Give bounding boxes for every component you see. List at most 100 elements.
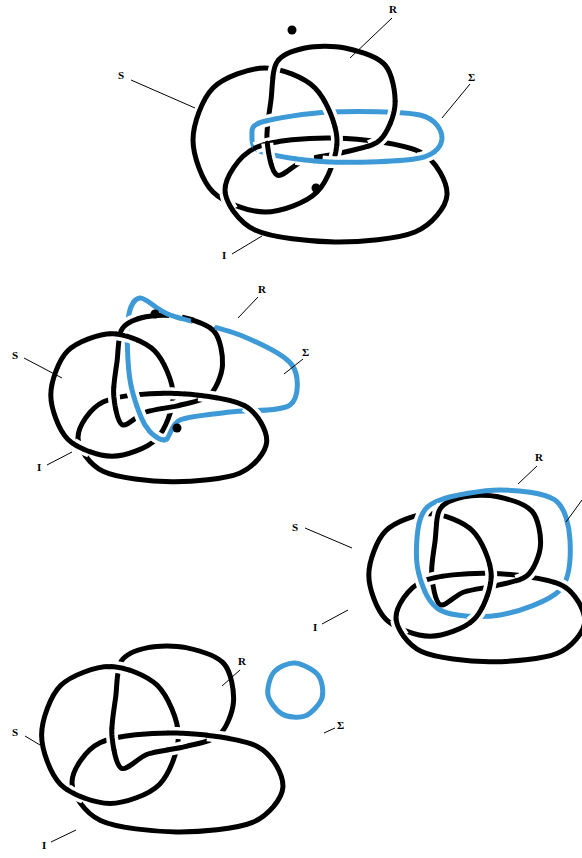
crossing-gap bbox=[419, 507, 427, 523]
crossing-gap bbox=[225, 193, 232, 209]
crossing-gap bbox=[418, 152, 434, 159]
crossing-gap bbox=[112, 729, 114, 750]
crossing-gap bbox=[67, 790, 83, 798]
over-strand bbox=[168, 746, 186, 749]
crossing-gap bbox=[108, 667, 129, 670]
crossing-gap bbox=[267, 143, 271, 164]
over-strand bbox=[207, 735, 228, 738]
leader-line bbox=[222, 670, 240, 686]
crossing-gap bbox=[369, 136, 383, 146]
part-label: R bbox=[238, 656, 246, 667]
over-strand bbox=[198, 395, 216, 397]
over-strand bbox=[296, 159, 314, 161]
crossing-gap bbox=[488, 577, 492, 595]
over-strand bbox=[114, 388, 116, 409]
over-strand bbox=[418, 152, 434, 159]
crossing-gap bbox=[163, 387, 184, 400]
dot-marker bbox=[312, 184, 321, 193]
crossing-gap bbox=[437, 506, 443, 523]
crossing-gap bbox=[198, 395, 216, 397]
over-strand bbox=[488, 577, 492, 595]
over-strand bbox=[137, 407, 144, 424]
crossing-gap bbox=[114, 388, 116, 409]
crossing-gap bbox=[137, 407, 144, 424]
crossing-gap bbox=[259, 119, 276, 123]
part-label: Σ bbox=[468, 72, 475, 83]
over-strand bbox=[273, 60, 278, 77]
knot-component bbox=[225, 138, 447, 242]
over-strand bbox=[470, 609, 481, 623]
leader-line bbox=[47, 452, 72, 465]
crossing-gap bbox=[470, 609, 481, 623]
over-strand bbox=[391, 102, 395, 122]
part-label: S bbox=[12, 350, 18, 361]
sigma-curve bbox=[268, 663, 323, 717]
crossing-gap bbox=[117, 334, 137, 340]
crossing-gap bbox=[516, 569, 532, 581]
leader-line bbox=[324, 728, 335, 733]
part-label: S bbox=[292, 522, 298, 533]
over-strand bbox=[163, 405, 181, 408]
over-strand bbox=[168, 731, 186, 736]
dot-marker bbox=[288, 26, 297, 35]
crossing-gap bbox=[163, 405, 181, 408]
crossing-gap bbox=[207, 735, 228, 738]
part-label: I bbox=[42, 840, 46, 851]
over-strand bbox=[516, 569, 532, 581]
crossing-gap bbox=[149, 431, 167, 440]
part-label: I bbox=[37, 462, 41, 473]
link-panel bbox=[51, 298, 298, 482]
leader-line bbox=[238, 297, 258, 318]
leader-line bbox=[566, 500, 582, 522]
leader-line bbox=[322, 610, 348, 624]
sigma-curve bbox=[416, 490, 570, 617]
leader-line bbox=[305, 528, 352, 548]
sigma-curve bbox=[252, 111, 442, 162]
part-label: Σ bbox=[337, 720, 344, 731]
leader-line bbox=[24, 358, 62, 378]
leader-line bbox=[25, 736, 40, 745]
part-label: Σ bbox=[302, 347, 309, 358]
crossing-gap bbox=[121, 319, 137, 331]
crossing-gap bbox=[391, 102, 395, 122]
link-panel bbox=[369, 490, 582, 662]
crossing-gap bbox=[296, 159, 314, 161]
leader-line bbox=[131, 80, 195, 108]
over-strand bbox=[170, 315, 181, 319]
part-label: I bbox=[222, 250, 226, 261]
over-strand bbox=[73, 444, 89, 452]
over-strand bbox=[369, 136, 383, 146]
over-strand bbox=[108, 667, 129, 670]
crossing-gap bbox=[168, 746, 186, 749]
crossing-gap bbox=[555, 582, 570, 591]
link-panel bbox=[42, 646, 323, 832]
leader-line bbox=[442, 84, 470, 118]
over-strand bbox=[322, 159, 343, 165]
leader-line bbox=[350, 18, 392, 58]
over-strand bbox=[121, 319, 137, 331]
over-strand bbox=[163, 391, 184, 397]
over-strand bbox=[193, 320, 212, 329]
part-label: S bbox=[118, 70, 124, 81]
over-strand bbox=[437, 506, 443, 523]
leader-line bbox=[232, 236, 262, 254]
over-strand bbox=[112, 729, 114, 750]
over-strand bbox=[149, 431, 167, 440]
over-strand bbox=[245, 406, 258, 418]
crossing-gap bbox=[396, 620, 403, 636]
over-strand bbox=[259, 119, 276, 123]
part-label: R bbox=[258, 284, 266, 295]
over-strand bbox=[267, 143, 271, 164]
crossing-gap bbox=[131, 387, 136, 404]
part-label: S bbox=[12, 727, 18, 738]
crossing-gap bbox=[273, 60, 278, 77]
crossing-gap bbox=[322, 156, 343, 169]
over-strand bbox=[419, 574, 425, 591]
over-strand bbox=[117, 334, 137, 340]
link-panel bbox=[193, 26, 447, 243]
leader-line bbox=[51, 830, 76, 842]
over-strand bbox=[419, 507, 427, 523]
over-strand bbox=[555, 582, 570, 591]
part-label: I bbox=[313, 622, 317, 633]
